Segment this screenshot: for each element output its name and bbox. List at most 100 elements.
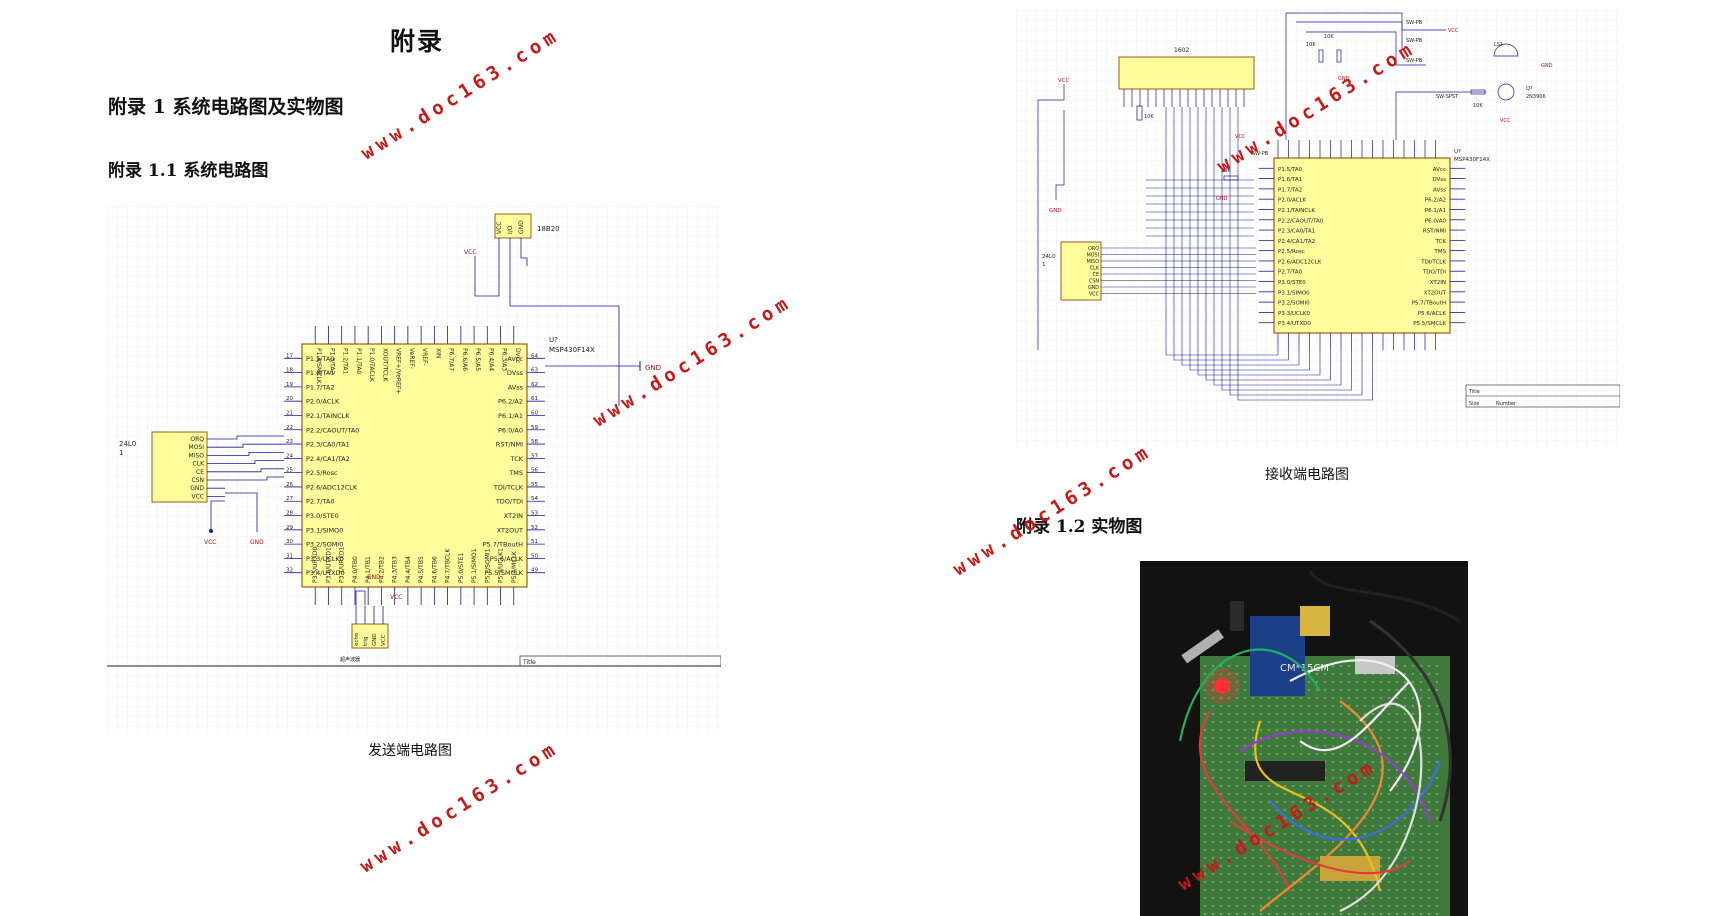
perf-hole: [1435, 792, 1439, 796]
perf-hole: [1331, 720, 1335, 724]
perf-hole: [1227, 904, 1231, 908]
perf-hole: [1235, 760, 1239, 764]
perf-hole: [1371, 896, 1375, 900]
perf-hole: [1283, 744, 1287, 748]
perf-hole: [1339, 784, 1343, 788]
perf-hole: [1267, 864, 1271, 868]
perf-hole: [1315, 752, 1319, 756]
perf-hole: [1355, 688, 1359, 692]
perf-hole: [1427, 912, 1431, 916]
mcu-pin-label-left: P1.7/TA2: [306, 383, 335, 391]
perf-hole: [1435, 848, 1439, 852]
mcu-body: [1273, 157, 1451, 334]
perf-hole: [1427, 856, 1431, 860]
perf-hole: [1355, 800, 1359, 804]
mcu-pin-label-bottom: P3.6/UTXD1: [325, 547, 332, 583]
bus-wire: [1189, 107, 1310, 371]
perf-hole: [1387, 752, 1391, 756]
perf-hole: [1403, 848, 1407, 852]
mcu-pin-label-right: P5.5/SMCLK: [484, 569, 523, 577]
perf-hole: [1203, 800, 1207, 804]
perf-hole: [1291, 912, 1295, 916]
perf-hole: [1283, 824, 1287, 828]
mcu-pin-label-bottom: P5.1/SIMO1: [471, 548, 478, 583]
perf-hole: [1395, 880, 1399, 884]
perf-hole: [1355, 888, 1359, 892]
mcu-pin-number: 19: [286, 382, 293, 388]
jumper-wire: [1289, 659, 1422, 792]
perf-hole: [1275, 704, 1279, 708]
perf-hole: [1307, 840, 1311, 844]
perf-hole: [1275, 800, 1279, 804]
perf-hole: [1331, 912, 1335, 916]
perf-hole: [1291, 840, 1295, 844]
bus-wire: [1221, 107, 1352, 391]
vcc-label: VCC: [1235, 134, 1246, 140]
perf-hole: [1235, 872, 1239, 876]
perf-hole: [1235, 784, 1239, 788]
perf-hole: [1219, 704, 1223, 708]
perf-hole: [1211, 896, 1215, 900]
perf-hole: [1315, 696, 1319, 700]
perf-hole: [1427, 824, 1431, 828]
perf-hole: [1299, 696, 1303, 700]
perf-hole: [1355, 768, 1359, 772]
perf-hole: [1395, 736, 1399, 740]
rf-pin-label: CSN: [1089, 279, 1099, 285]
perf-hole: [1275, 744, 1279, 748]
perf-hole: [1283, 712, 1287, 716]
rf-pin-label: MOSI: [189, 444, 205, 451]
perf-hole: [1267, 824, 1271, 828]
perf-hole: [1315, 664, 1319, 668]
watermark: www.doc163.com: [357, 23, 565, 165]
mcu-pin-label-bottom: P3.5/URXD0: [312, 547, 319, 583]
perf-hole: [1379, 824, 1383, 828]
perf-hole: [1387, 816, 1391, 820]
size-label: Size: [1469, 401, 1479, 407]
perf-hole: [1411, 696, 1415, 700]
perf-hole: [1219, 832, 1223, 836]
perf-hole: [1355, 792, 1359, 796]
perf-hole: [1427, 736, 1431, 740]
perf-hole: [1411, 832, 1415, 836]
perf-hole: [1219, 864, 1223, 868]
mcu-pin-number: 64: [531, 353, 538, 359]
mcu-pin-number: 58: [531, 439, 538, 445]
mcu-pin-label-right: DVss: [1432, 177, 1446, 183]
sensor-pin-label: VCC: [496, 222, 503, 234]
rf-module-body: [151, 431, 208, 503]
perf-hole: [1211, 704, 1215, 708]
perf-hole: [1347, 680, 1351, 684]
mcu-pin-number: 18: [286, 368, 293, 374]
perf-hole: [1403, 784, 1407, 788]
switch-wire: [1306, 31, 1426, 66]
perf-hole: [1427, 880, 1431, 884]
mcu-pin-number: 26: [286, 482, 293, 488]
mcu-pin-label-top: P1.0/TACLK: [368, 348, 375, 383]
perf-hole: [1251, 896, 1255, 900]
mcu-part: MSP430F14X: [549, 346, 595, 354]
resistor-label: 10K: [1473, 103, 1483, 109]
transistor-part: 2N3906: [1526, 94, 1546, 100]
perf-hole: [1323, 800, 1327, 804]
perf-hole: [1395, 840, 1399, 844]
perf-hole: [1267, 832, 1271, 836]
mcu-pin-label-left: P3.4/UTXD0: [1278, 321, 1311, 327]
perf-hole: [1427, 696, 1431, 700]
mcu-pin-label-right: AVss: [1433, 187, 1446, 193]
perf-hole: [1291, 744, 1295, 748]
perf-hole: [1259, 800, 1263, 804]
perf-hole: [1283, 720, 1287, 724]
perf-hole: [1307, 688, 1311, 692]
mcu-pin-number: 63: [531, 368, 538, 374]
perf-hole: [1435, 712, 1439, 716]
perf-hole: [1227, 912, 1231, 916]
perf-hole: [1211, 808, 1215, 812]
perf-hole: [1403, 688, 1407, 692]
perf-hole: [1283, 728, 1287, 732]
perf-hole: [1363, 792, 1367, 796]
perf-hole: [1403, 824, 1407, 828]
mcu-pin-label-right: P6.0/A0: [498, 426, 523, 434]
perf-hole: [1203, 888, 1207, 892]
